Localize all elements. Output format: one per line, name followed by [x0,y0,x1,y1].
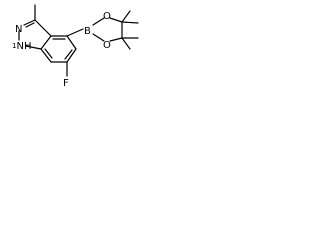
pinacol-methyl-4 [121,37,131,50]
bond-c5-boron [66,28,84,37]
bond-c7a-c3a [40,35,52,50]
bond-o-upper-c [109,17,123,23]
pinacol-methyl-1 [121,10,131,23]
bond-c4-c5 [66,35,77,50]
double-bond-inner-3 [44,48,53,59]
atom-oxygen-lower-label: O [103,40,111,51]
chemical-structure-diagram: N 1NH B O O F [12,4,139,89]
benzene-ring [40,35,77,63]
atom-boron-label: B [84,26,91,37]
double-bond-inner-2 [64,49,73,60]
bond-c7-c7a [40,48,52,63]
bond-o-lower-c [109,37,123,42]
atom-n2-label: N [15,24,22,35]
atom-nh-prefix: 1 [12,42,16,50]
pinacol-boronate-ring [92,10,139,50]
atom-nh-text: NH [16,41,31,52]
bond-c3-n2-double [25,22,35,28]
atom-oxygen-upper-label: O [103,11,111,22]
pyrazole-ring [18,19,52,50]
bond-c5-c6 [66,48,77,63]
bond-n1-c7a [25,45,42,50]
bond-b-o-upper [92,17,105,26]
bond-b-o-lower [92,33,105,42]
atom-nh-label: 1NH [12,41,31,52]
bond-c3a-c3 [34,19,52,37]
atom-fluorine-label: F [63,78,69,89]
bond-c3-n2 [23,19,36,26]
pinacol-methyl-2 [121,21,139,24]
